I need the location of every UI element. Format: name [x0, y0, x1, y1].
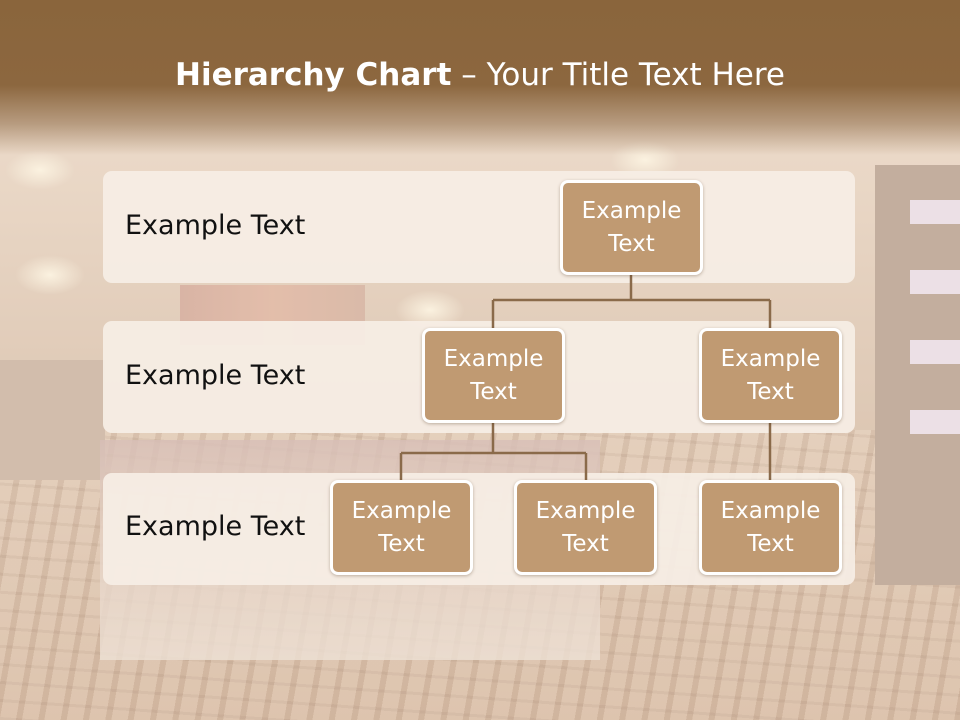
node-text-line2: Text	[470, 378, 517, 405]
node-text-line1: Example	[581, 197, 682, 224]
hierarchy-node-level3-b: Example Text	[514, 480, 657, 575]
node-text-line2: Text	[562, 530, 609, 557]
title-bold-part: Hierarchy Chart	[175, 57, 452, 93]
node-text-line1: Example	[535, 497, 636, 524]
node-text-line1: Example	[443, 345, 544, 372]
slide-title: Hierarchy Chart – Your Title Text Here	[0, 57, 960, 93]
row-label: Example Text	[125, 511, 306, 542]
hierarchy-node-level3-c: Example Text	[699, 480, 842, 575]
node-text-line1: Example	[720, 497, 821, 524]
background-wall-panel	[0, 360, 105, 480]
node-text-line2: Text	[608, 230, 655, 257]
title-bar	[0, 0, 960, 155]
title-rest-part: – Your Title Text Here	[451, 57, 785, 93]
row-label: Example Text	[125, 360, 306, 391]
hierarchy-node-level3-a: Example Text	[330, 480, 473, 575]
background-door-stripe	[910, 410, 960, 434]
node-text-line2: Text	[747, 378, 794, 405]
background-door	[875, 165, 960, 585]
node-text-line2: Text	[747, 530, 794, 557]
background-door-stripe	[910, 340, 960, 364]
hierarchy-node-root: Example Text	[560, 180, 703, 275]
background-door-stripe	[910, 270, 960, 294]
node-text-line1: Example	[351, 497, 452, 524]
ceiling-light	[5, 150, 75, 190]
hierarchy-node-level2-left: Example Text	[422, 328, 565, 423]
background-door-stripe	[910, 200, 960, 224]
node-text-line2: Text	[378, 530, 425, 557]
hierarchy-node-level2-right: Example Text	[699, 328, 842, 423]
node-text-line1: Example	[720, 345, 821, 372]
row-label: Example Text	[125, 210, 306, 241]
ceiling-light	[15, 255, 85, 295]
hierarchy-row-1: Example Text	[103, 171, 855, 283]
